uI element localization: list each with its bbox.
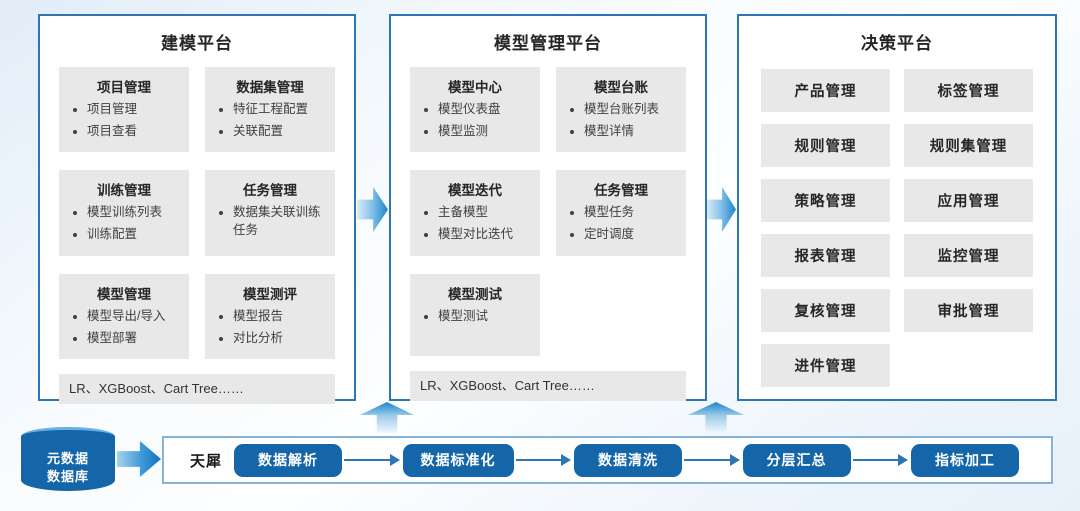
module-title: 任务管理 bbox=[243, 183, 297, 199]
module-item: 主备模型 bbox=[438, 203, 534, 221]
module-item: 模型部署 bbox=[87, 329, 183, 347]
module-item: 模型训练列表 bbox=[87, 203, 183, 221]
module-item-list: 模型报告对比分析 bbox=[211, 307, 329, 347]
module-card: 数据集管理特征工程配置关联配置 bbox=[205, 67, 335, 153]
module-item-list: 模型训练列表训练配置 bbox=[65, 203, 183, 243]
module-title: 模型测试 bbox=[448, 286, 502, 302]
module-card: 模型测试模型测试 bbox=[410, 273, 540, 356]
module-title: 模型迭代 bbox=[448, 183, 502, 199]
module-title: 训练管理 bbox=[97, 183, 151, 199]
pipeline-step: 分层汇总 bbox=[742, 443, 851, 477]
feature-card: 审批管理 bbox=[904, 289, 1033, 332]
module-item-list: 模型仪表盘模型监测 bbox=[416, 100, 534, 140]
module-item: 项目管理 bbox=[87, 100, 183, 118]
module-item: 特征工程配置 bbox=[233, 100, 329, 118]
module-item: 对比分析 bbox=[233, 329, 329, 347]
module-item-list: 项目管理项目查看 bbox=[65, 100, 183, 140]
module-title: 项目管理 bbox=[97, 80, 151, 95]
module-item: 模型任务 bbox=[584, 203, 680, 221]
panel-title: 模型管理平台 bbox=[494, 34, 602, 53]
module-item: 关联配置 bbox=[233, 122, 329, 140]
feature-card: 进件管理 bbox=[761, 344, 890, 387]
module-item-list: 模型台账列表模型详情 bbox=[562, 100, 680, 140]
database-icon-body: 元数据 数据库 bbox=[21, 437, 115, 491]
feature-card: 报表管理 bbox=[761, 234, 890, 277]
feature-card: 规则集管理 bbox=[904, 124, 1033, 167]
module-title: 模型管理 bbox=[97, 286, 151, 302]
module-item-list: 数据集关联训练任务 bbox=[211, 203, 329, 239]
module-title: 模型测评 bbox=[243, 286, 297, 302]
pipeline-step: 数据解析 bbox=[234, 443, 343, 477]
module-item: 训练配置 bbox=[87, 225, 183, 243]
module-grid: 项目管理项目管理项目查看数据集管理特征工程配置关联配置训练管理模型训练列表训练配… bbox=[59, 67, 335, 359]
feature-card: 策略管理 bbox=[761, 179, 890, 222]
module-item-list: 主备模型模型对比迭代 bbox=[416, 203, 534, 243]
feature-grid: 产品管理标签管理规则管理规则集管理策略管理应用管理报表管理监控管理复核管理审批管… bbox=[761, 69, 1033, 387]
module-card: 模型管理模型导出/导入模型部署 bbox=[59, 273, 189, 359]
feature-card: 规则管理 bbox=[761, 124, 890, 167]
database-label-line1: 元数据 bbox=[46, 451, 89, 467]
panel-title: 建模平台 bbox=[161, 34, 233, 53]
panel-decision-platform: 决策平台 产品管理标签管理规则管理规则集管理策略管理应用管理报表管理监控管理复核… bbox=[737, 14, 1057, 401]
arrow-right-icon bbox=[707, 187, 736, 232]
pipeline-step: 数据清洗 bbox=[574, 443, 683, 477]
module-card: 项目管理项目管理项目查看 bbox=[59, 67, 189, 153]
database-label-line2: 数据库 bbox=[46, 469, 89, 484]
module-item: 数据集关联训练任务 bbox=[233, 203, 329, 239]
panel-title: 决策平台 bbox=[861, 34, 933, 53]
pipeline-step: 数据标准化 bbox=[402, 443, 514, 477]
module-card: 任务管理模型任务定时调度 bbox=[556, 170, 686, 256]
pipeline-step: 指标加工 bbox=[911, 443, 1020, 477]
algorithm-footer: LR、XGBoost、Cart Tree…… bbox=[410, 370, 686, 401]
module-item-list: 模型任务定时调度 bbox=[562, 203, 680, 243]
database-icon: 元数据 数据库 bbox=[21, 427, 115, 491]
module-item: 定时调度 bbox=[584, 225, 680, 243]
vendor-label: 天犀 bbox=[190, 452, 223, 470]
module-card: 训练管理模型训练列表训练配置 bbox=[59, 170, 189, 256]
arrow-up-icon bbox=[360, 402, 414, 433]
feature-card: 标签管理 bbox=[904, 69, 1033, 112]
module-title: 模型中心 bbox=[448, 80, 502, 95]
arrow-right-icon bbox=[117, 441, 161, 477]
module-item: 模型台账列表 bbox=[584, 100, 680, 118]
module-item: 模型导出/导入 bbox=[87, 307, 183, 325]
module-grid: 模型中心模型仪表盘模型监测模型台账模型台账列表模型详情模型迭代主备模型模型对比迭… bbox=[410, 67, 686, 356]
module-item-list: 特征工程配置关联配置 bbox=[211, 100, 329, 140]
arrow-up-icon bbox=[688, 402, 744, 433]
flow-arrow-icon bbox=[852, 454, 908, 466]
panel-modeling-platform: 建模平台 项目管理项目管理项目查看数据集管理特征工程配置关联配置训练管理模型训练… bbox=[38, 14, 356, 404]
panel-model-management-platform: 模型管理平台 模型中心模型仪表盘模型监测模型台账模型台账列表模型详情模型迭代主备… bbox=[389, 14, 707, 401]
module-card: 任务管理数据集关联训练任务 bbox=[205, 170, 335, 256]
flow-arrow-icon bbox=[344, 454, 399, 466]
module-title: 数据集管理 bbox=[236, 80, 304, 95]
feature-card: 应用管理 bbox=[904, 179, 1033, 222]
module-item: 模型对比迭代 bbox=[438, 225, 534, 243]
module-title: 任务管理 bbox=[594, 183, 648, 199]
module-item: 模型报告 bbox=[233, 307, 329, 325]
module-card: 模型中心模型仪表盘模型监测 bbox=[410, 67, 540, 153]
algorithm-footer: LR、XGBoost、Cart Tree…… bbox=[59, 373, 335, 404]
arrow-right-icon bbox=[357, 187, 388, 232]
feature-card: 复核管理 bbox=[761, 289, 890, 332]
database-icon-top bbox=[21, 427, 115, 446]
module-item: 模型仪表盘 bbox=[438, 100, 534, 118]
feature-card: 产品管理 bbox=[761, 69, 890, 112]
feature-card: 监控管理 bbox=[904, 234, 1033, 277]
flow-arrow-icon bbox=[515, 454, 571, 466]
module-card: 模型测评模型报告对比分析 bbox=[205, 273, 335, 359]
module-card: 模型迭代主备模型模型对比迭代 bbox=[410, 170, 540, 256]
pipeline-steps: 数据解析 数据标准化 数据清洗 分层汇总 指标加工 bbox=[234, 443, 1020, 477]
pipeline-bar: 天犀 数据解析 数据标准化 数据清洗 分层汇总 指标加工 bbox=[162, 436, 1053, 484]
module-title: 模型台账 bbox=[594, 80, 648, 95]
module-item: 模型详情 bbox=[584, 122, 680, 140]
module-item-list: 模型导出/导入模型部署 bbox=[65, 307, 183, 347]
module-item: 模型测试 bbox=[438, 307, 534, 325]
module-item: 模型监测 bbox=[438, 122, 534, 140]
module-card: 模型台账模型台账列表模型详情 bbox=[556, 67, 686, 153]
module-item-list: 模型测试 bbox=[416, 307, 534, 325]
module-item: 项目查看 bbox=[87, 122, 183, 140]
flow-arrow-icon bbox=[684, 454, 739, 466]
